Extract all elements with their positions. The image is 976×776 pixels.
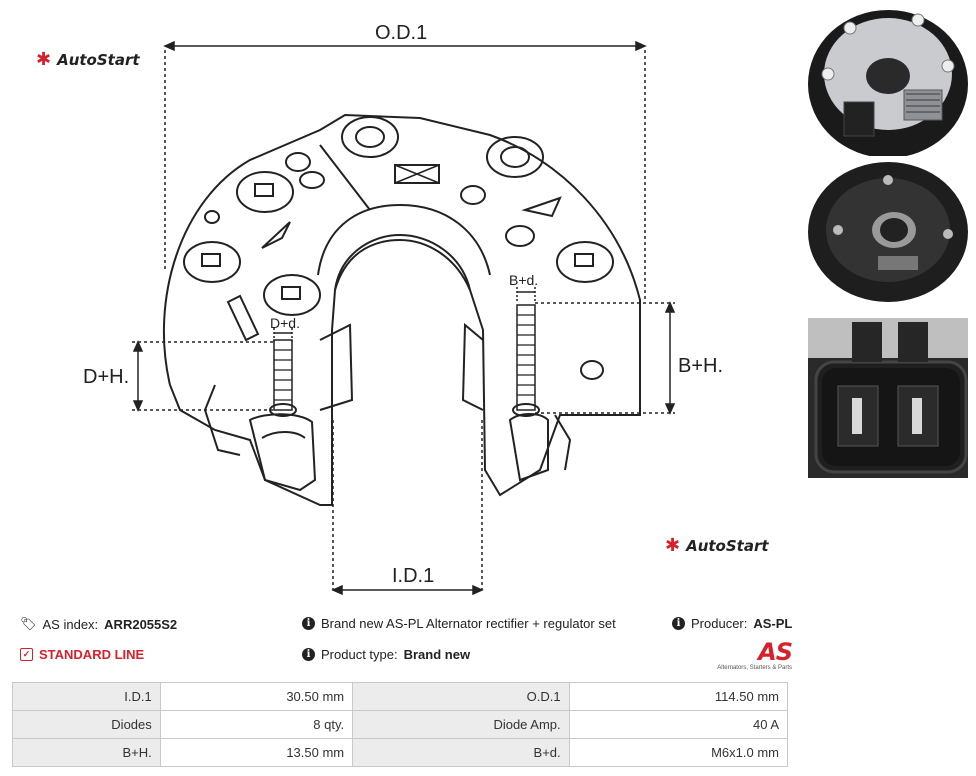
product-type-value: Brand new (403, 647, 471, 662)
bh-label: B+H. (678, 355, 723, 377)
bd-label: B+d. (509, 272, 538, 288)
table-row: B+H. 13.50 mm B+d. M6x1.0 mm (12, 738, 789, 767)
od-label: O.D.1 (375, 22, 427, 44)
spec-value: M6x1.0 mm (568, 738, 789, 767)
spec-key: I.D.1 (12, 682, 161, 711)
brand-logo-text: AutoStart (57, 51, 140, 69)
spec-key: Diodes (12, 710, 161, 739)
spec-value: 30.50 mm (159, 682, 354, 711)
spec-key: B+d. (352, 738, 570, 767)
brand-mark-icon: ✱ (36, 49, 52, 70)
spec-table: I.D.1 30.50 mm O.D.1 114.50 mm Diodes 8 … (12, 682, 789, 767)
as-index-row: 🏷 AS index: ARR2055S2 (20, 616, 177, 632)
brand-logo-bottom: ✱ AutoStart (665, 535, 769, 556)
rectifier-photo-front (808, 4, 968, 156)
standard-line-badge: ✓ STANDARD LINE (20, 647, 144, 662)
producer-row: i Producer: AS-PL (672, 616, 792, 631)
producer-label: Producer: (691, 616, 748, 631)
table-row: I.D.1 30.50 mm O.D.1 114.50 mm (12, 682, 789, 711)
product-photo-2[interactable] (808, 160, 968, 310)
rectifier-outline (163, 113, 641, 506)
product-photo-3[interactable] (808, 318, 968, 478)
spec-key: B+H. (12, 738, 161, 767)
product-type-row: i Product type: Brand new (302, 647, 470, 662)
id-label: I.D.1 (392, 565, 434, 587)
tag-icon: 🏷 (20, 616, 37, 631)
spec-value: 40 A (568, 710, 789, 739)
spec-value: 13.50 mm (159, 738, 354, 767)
rectifier-photo-back (808, 160, 968, 310)
technical-drawing: O.D.1 I.D.1 D+H. B+H. D+d. B+d. (83, 22, 723, 596)
producer-value: AS-PL (753, 616, 793, 631)
dd-label: D+d. (270, 315, 300, 331)
info-icon: i (302, 648, 315, 661)
as-index-label: AS index: (42, 616, 99, 632)
product-type-label: Product type: (321, 647, 398, 662)
spec-value: 114.50 mm (568, 682, 789, 711)
as-index-value: ARR2055S2 (104, 616, 178, 632)
spec-key: Diode Amp. (352, 710, 570, 739)
dh-label: D+H. (83, 366, 129, 388)
as-logo-mark: AS (758, 638, 793, 666)
table-row: Diodes 8 qty. Diode Amp. 40 A (12, 710, 789, 739)
product-photo-1[interactable] (808, 4, 968, 156)
brand-logo-top: ✱ AutoStart (36, 49, 140, 70)
brand-mark-icon: ✱ (665, 535, 681, 556)
brand-logo-text: AutoStart (686, 537, 769, 555)
check-square-icon: ✓ (20, 648, 33, 661)
spec-value: 8 qty. (159, 710, 354, 739)
info-icon: i (672, 617, 685, 630)
standard-line-label: STANDARD LINE (39, 647, 145, 662)
spec-key: O.D.1 (352, 682, 570, 711)
as-logo-tagline: Alternators, Starters & Parts (717, 665, 792, 671)
info-icon: i (302, 617, 315, 630)
description-row: i Brand new AS-PL Alternator rectifier +… (302, 616, 616, 631)
connector-photo (808, 318, 968, 478)
as-pl-logo: AS Alternators, Starters & Parts (712, 638, 793, 672)
product-description: Brand new AS-PL Alternator rectifier + r… (321, 616, 616, 631)
